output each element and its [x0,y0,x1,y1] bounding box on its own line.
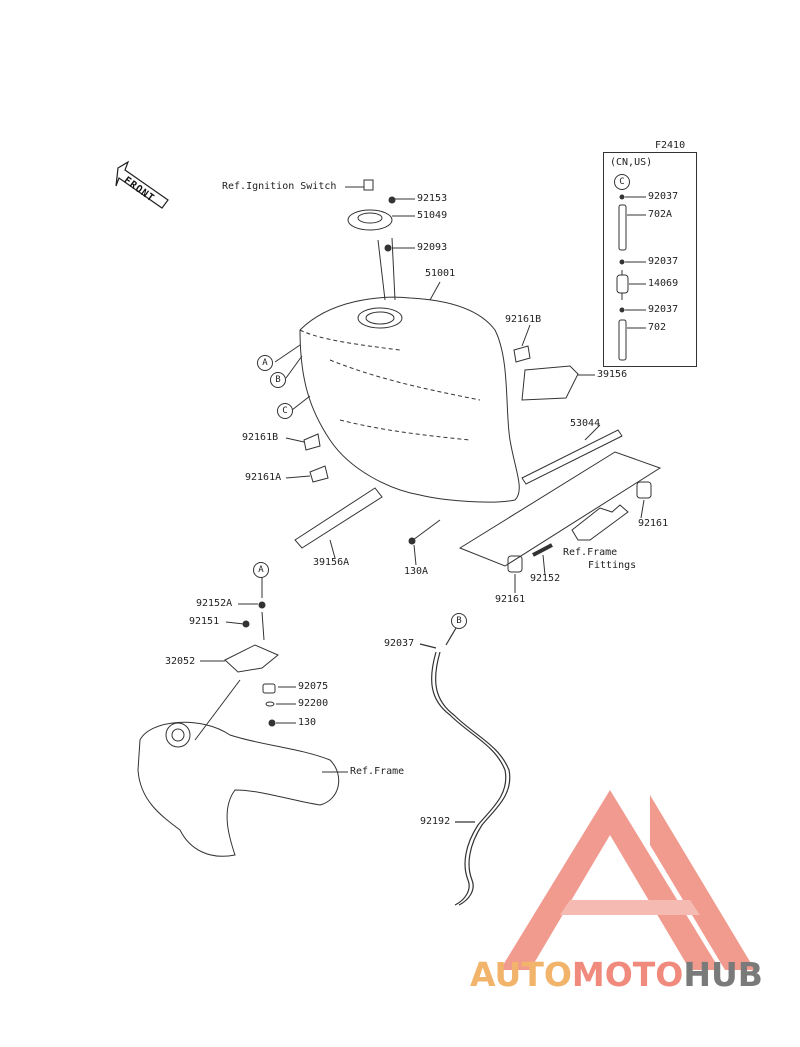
watermark-logo [500,790,755,970]
legend-title: (CN,US) [610,157,653,168]
label-92161-bottom: 92161 [495,594,526,605]
label-39156: 39156 [597,369,628,380]
label-92153: 92153 [417,193,448,204]
damper-92075 [262,683,276,694]
label-39156A: 39156A [313,557,350,568]
tank-assembly [274,179,662,593]
mark-a-frame: A [253,562,269,578]
legend-702: 702 [648,322,667,333]
label-92161-right: 92161 [638,518,669,529]
pad-39156A [294,487,383,549]
label-92161B-left: 92161B [242,432,279,443]
figure-code: F2410 [655,140,686,151]
label-92037-hose: 92037 [384,638,415,649]
bracket-32052 [224,644,279,673]
pad-92161A [309,465,329,483]
hose-702A [618,204,627,251]
label-92161A: 92161A [245,472,282,483]
pad-92161B-left [303,433,321,451]
label-92161B-right: 92161B [505,314,542,325]
bolt-92153 [388,196,396,204]
pad-39156 [521,365,579,401]
mark-c-tank: C [277,403,293,419]
pad-92161B-right [513,345,531,363]
label-92093: 92093 [417,242,448,253]
legend-702A: 702A [648,209,673,220]
label-32052: 32052 [165,656,196,667]
label-92200: 92200 [298,698,329,709]
legend-92037-1: 92037 [648,191,679,202]
label-53044: 53044 [570,418,601,429]
label-92152A: 92152A [196,598,233,609]
bolt-130 [268,719,276,727]
legend-92037-2: 92037 [648,256,679,267]
label-ref-frame-fittings-1: Ref.Frame [563,547,618,558]
label-51049: 51049 [417,210,448,221]
mark-b-hose: B [451,613,467,629]
mark-b-tank: B [270,372,286,388]
legend-14069: 14069 [648,278,679,289]
label-ref-frame-fittings-2: Fittings [588,560,637,571]
hose-702 [618,319,627,361]
ignition-switch-part [363,179,374,191]
fuel-tank [299,296,520,503]
watermark-text: AUTOMOTOHUB [470,955,763,994]
rubber-92161-right [636,481,652,499]
seal-53044 [521,429,623,485]
label-92192: 92192 [420,816,451,827]
watermark-part-1: AUTO [470,955,572,994]
legend-92037-3: 92037 [648,304,679,315]
label-ref-ignition: Ref.Ignition Switch [222,181,337,192]
label-130: 130 [298,717,317,728]
label-92152: 92152 [530,573,561,584]
filler-cap [347,209,393,231]
hose-92192 [419,627,511,906]
rubber-92161-bottom [507,555,523,573]
legend-box [603,152,697,367]
watermark-part-3: HUB [683,955,763,994]
watermark-part-2: MOTO [571,955,684,994]
main-frame [137,721,340,857]
washer-92093 [384,244,392,252]
label-ref-frame: Ref.Frame [350,766,405,777]
washer-92152A [258,601,266,609]
label-130A: 130A [404,566,429,577]
label-92151: 92151 [189,616,220,627]
filler-neck [357,307,403,329]
front-arrow-icon [115,160,169,209]
label-92075: 92075 [298,681,329,692]
legend-parts [616,194,646,361]
frame-fittings [571,504,629,541]
mark-c-legend: C [614,174,630,190]
label-51001: 51001 [425,268,456,279]
frame-assembly [137,578,348,857]
washer-92200 [265,701,275,707]
mark-a-tank: A [257,355,273,371]
